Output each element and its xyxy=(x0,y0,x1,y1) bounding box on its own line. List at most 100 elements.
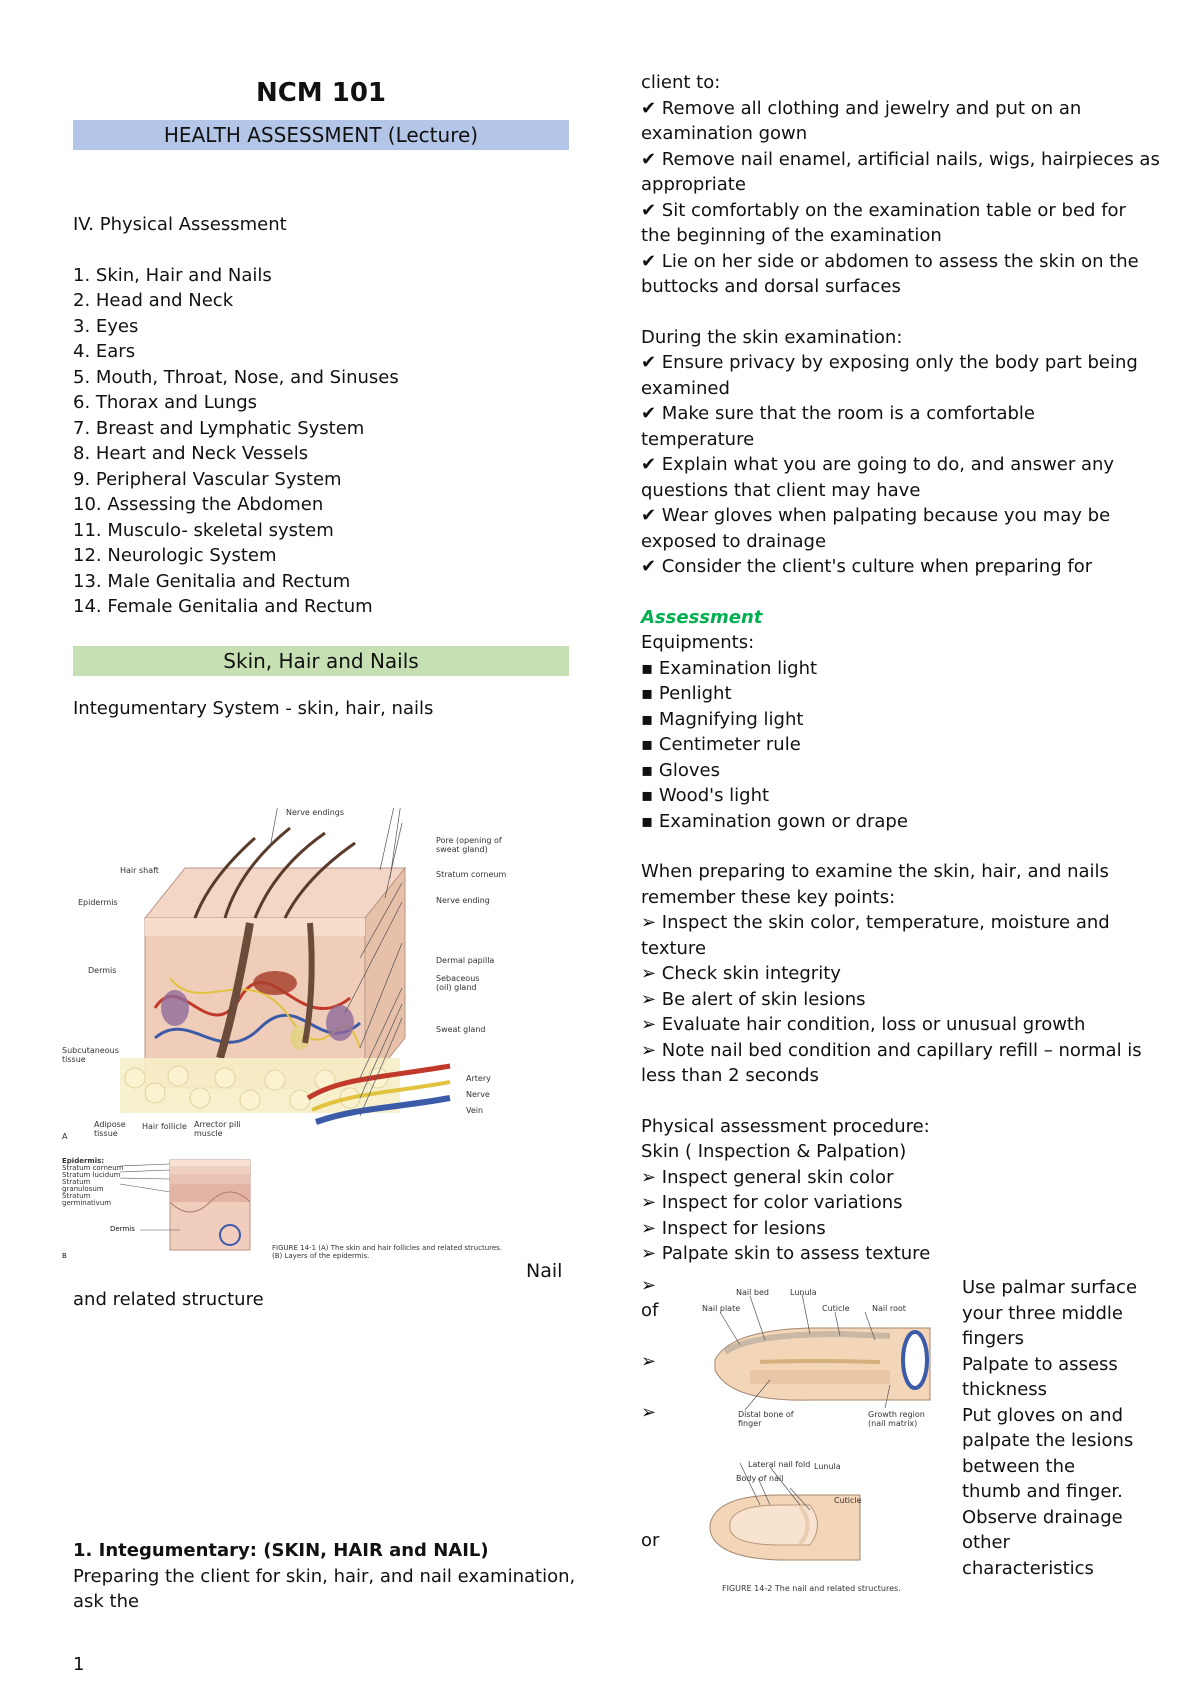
list-item: 9. Peripheral Vascular System xyxy=(73,468,342,490)
text-line: Palpate to assess xyxy=(962,1353,1118,1375)
integumentary-section: 1. Integumentary: (SKIN, HAIR and NAIL) … xyxy=(73,1538,576,1615)
text-line: client to: xyxy=(641,72,721,93)
skin-block-diagram xyxy=(120,826,451,1125)
text-line: Skin ( Inspection & Palpation) xyxy=(641,1141,907,1162)
text-line: appropriate xyxy=(641,174,746,195)
side-fragment: or xyxy=(641,1530,660,1551)
topic-list: 1. Skin, Hair and Nails 2. Head and Neck… xyxy=(73,263,569,620)
assessment-heading: Assessment xyxy=(641,606,763,628)
list-item: 7. Breast and Lymphatic System xyxy=(73,417,365,439)
text-line: Physical assessment procedure: xyxy=(641,1115,930,1137)
label-stratum: Stratum corneum xyxy=(62,1164,124,1172)
text-line: ✔ Sit comfortably on the examination tab… xyxy=(641,199,1126,221)
text-line: ✔ Consider the client's culture when pre… xyxy=(641,556,1093,577)
text-line: Put gloves on and xyxy=(962,1404,1123,1426)
text-line: the beginning of the examination xyxy=(641,225,942,246)
text-line: remember these key points: xyxy=(641,886,896,908)
list-item: 3. Eyes xyxy=(73,315,139,337)
text-line: other xyxy=(962,1532,1010,1553)
integumentary-heading: 1. Integumentary: (SKIN, HAIR and NAIL) xyxy=(73,1540,489,1561)
prep-line: ask the xyxy=(73,1591,140,1612)
text-line: ✔ Wear gloves when palpating because you… xyxy=(641,505,1111,526)
list-item: 10. Assessing the Abdomen xyxy=(73,494,324,515)
page-number: 1 xyxy=(73,1654,85,1675)
text-line: texture xyxy=(641,937,707,959)
list-item: ▪ Wood's light xyxy=(641,785,770,806)
text-line: thumb and finger. xyxy=(962,1481,1123,1502)
label-stratum: Stratum lucidum xyxy=(62,1171,121,1179)
skin-figure-caption: FIGURE 14-1 (A) The skin and hair follic… xyxy=(272,1244,503,1260)
text-line: ➢ Inspect the skin color, temperature, m… xyxy=(641,912,1110,933)
list-item: ▪ Centimeter rule xyxy=(641,734,801,755)
text-line: your three middle xyxy=(962,1302,1123,1324)
list-item: 6. Thorax and Lungs xyxy=(73,392,258,413)
list-item: 2. Head and Neck xyxy=(73,290,234,311)
text-line: ✔ Lie on her side or abdomen to assess t… xyxy=(641,250,1139,272)
text-line: ➢ Note nail bed condition and capillary … xyxy=(641,1039,1142,1061)
equipment-title: Equipments: xyxy=(641,632,755,653)
text-line: ➢ Palpate skin to assess texture xyxy=(641,1243,931,1264)
nail-structure-figure xyxy=(709,1293,931,1561)
list-item: 13. Male Genitalia and Rectum xyxy=(73,570,351,592)
text-line: less than 2 seconds xyxy=(641,1065,819,1086)
side-fragment: ➢ xyxy=(641,1351,657,1372)
epidermis-layers-figure xyxy=(119,1159,251,1251)
client-instructions: client to: ✔ Remove all clothing and jew… xyxy=(641,70,1160,300)
procedure: Physical assessment procedure: Skin ( In… xyxy=(641,1114,1141,1267)
side-fragment: ➢ xyxy=(641,1402,657,1423)
text-line: thickness xyxy=(962,1379,1048,1400)
list-item: ▪ Examination gown or drape xyxy=(641,810,908,832)
text-line: ➢ Inspect for lesions xyxy=(641,1217,826,1239)
label-stratum: Stratum germinativum xyxy=(62,1192,112,1207)
list-item: ▪ Examination light xyxy=(641,657,818,679)
text-line: questions that client may have xyxy=(641,479,921,501)
label-b: B xyxy=(62,1252,67,1260)
text-line: ➢ Be alert of skin lesions xyxy=(641,988,866,1010)
text-line: characteristics xyxy=(962,1557,1094,1579)
section-band: Skin, Hair and Nails xyxy=(73,645,569,676)
side-fragment: of xyxy=(641,1300,659,1321)
during-exam: During the skin examination: ✔ Ensure pr… xyxy=(641,325,1141,580)
list-item: 11. Musculo- skeletal system xyxy=(73,519,334,541)
text-line: ➢ Check skin integrity xyxy=(641,963,841,984)
nail-cross-section xyxy=(714,1327,931,1401)
equipment-list: ▪ Examination light ▪ Penlight ▪ Magnify… xyxy=(641,656,1141,835)
text-line: examined xyxy=(641,377,730,399)
prep-line: Preparing the client for skin, hair, and… xyxy=(73,1565,576,1587)
text-line: ➢ Inspect general skin color xyxy=(641,1166,894,1188)
text-line: During the skin examination: xyxy=(641,326,903,348)
text-line: ✔ Remove nail enamel, artificial nails, … xyxy=(641,148,1160,170)
section-heading: IV. Physical Assessment xyxy=(73,214,287,235)
skin-structure-figure: Nerve endings xyxy=(120,808,451,1125)
list-item: 5. Mouth, Throat, Nose, and Sinuses xyxy=(73,366,399,388)
palpation-notes: Use palmar surface your three middle fin… xyxy=(962,1275,1162,1581)
label-stratum: Stratum granulosum xyxy=(62,1178,104,1193)
text-line: temperature xyxy=(641,428,755,450)
nail-continued: and related structure xyxy=(73,1289,264,1310)
text-line: ✔ Explain what you are going to do, and … xyxy=(641,454,1115,475)
label-epidermis-b: Epidermis: xyxy=(62,1157,105,1165)
list-item: 12. Neurologic System xyxy=(73,545,277,566)
list-item: ▪ Gloves xyxy=(641,759,720,781)
label-dermis-b: Dermis xyxy=(110,1225,135,1233)
text-line: fingers xyxy=(962,1328,1025,1349)
figure-b-labels: Epidermis: Stratum corneum Stratum lucid… xyxy=(62,1158,132,1207)
text-line: Use palmar surface xyxy=(962,1277,1138,1298)
side-fragment: ➢ xyxy=(641,1275,657,1296)
course-band: HEALTH ASSESSMENT (Lecture) xyxy=(73,120,569,150)
text-line: exposed to drainage xyxy=(641,530,827,552)
text-line: buttocks and dorsal surfaces xyxy=(641,276,901,297)
text-line: palpate the lesions xyxy=(962,1430,1134,1451)
list-item: 4. Ears xyxy=(73,341,136,362)
text-line: ✔ Ensure privacy by exposing only the bo… xyxy=(641,352,1138,373)
list-item: 1. Skin, Hair and Nails xyxy=(73,264,272,286)
text-line: ✔ Remove all clothing and jewelry and pu… xyxy=(641,97,1082,119)
text-line: When preparing to examine the skin, hair… xyxy=(641,861,1109,882)
text-line: ➢ Evaluate hair condition, loss or unusu… xyxy=(641,1014,1086,1035)
nail-top-view xyxy=(709,1494,861,1561)
list-item: 8. Heart and Neck Vessels xyxy=(73,443,309,464)
text-line: ➢ Inspect for color variations xyxy=(641,1192,903,1213)
text-line: examination gown xyxy=(641,123,808,144)
text-line: between the xyxy=(962,1455,1076,1477)
